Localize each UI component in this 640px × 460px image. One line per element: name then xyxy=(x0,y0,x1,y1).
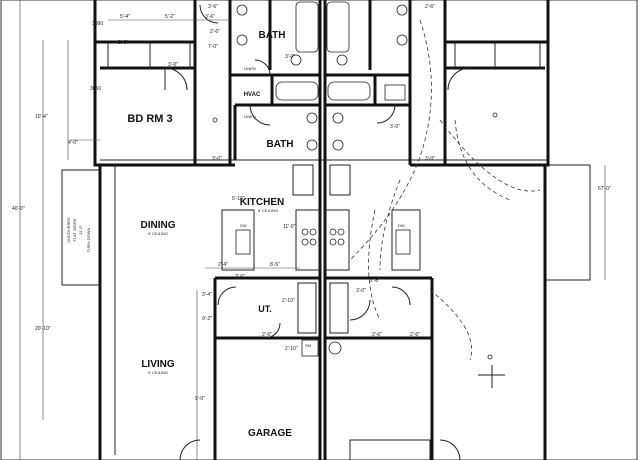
dim-text: 2'-10" xyxy=(285,346,298,352)
right-bedroom-walls xyxy=(443,0,548,165)
dim-text: 3'-0" xyxy=(285,54,295,60)
dim-text: 3090 xyxy=(92,21,103,27)
dim-text: 3'-4" xyxy=(202,292,212,298)
dim-text: 5'-10" xyxy=(232,196,245,202)
dim-text: 2'-10" xyxy=(282,298,295,304)
dim-text: 9'-2" xyxy=(202,316,212,322)
kitchen-walls xyxy=(221,164,421,460)
dim-text: 20'-10" xyxy=(35,326,51,332)
dim-text: 3'-0" xyxy=(356,288,366,294)
dim-text: 3'-0" xyxy=(390,124,400,130)
dim-text: 4'-0" xyxy=(68,140,78,146)
dim-text: 2'-6" xyxy=(210,29,220,35)
label-bath-upper: BATH xyxy=(258,30,285,41)
porch-notes: UNCOVERED FLAT WORK 11'-0" xyxy=(66,217,83,243)
label-living: LIVING xyxy=(141,359,175,370)
dim-text: 2'-6" xyxy=(262,332,272,338)
label-bath-lower: BATH xyxy=(266,139,293,150)
dim-text: 2'-4" xyxy=(218,262,228,268)
label-dw-left: DW xyxy=(240,223,247,228)
label-linen-lower: LINEN xyxy=(244,114,256,119)
dim-text: 2'-6" xyxy=(235,274,245,280)
dimension-lines xyxy=(19,0,606,460)
dim-text: 3'-0" xyxy=(212,156,222,162)
dim-text: 7'-0" xyxy=(208,44,218,50)
dim-text: 8'-5" xyxy=(270,262,280,268)
dim-text: 9'-0" xyxy=(195,396,205,402)
label-dw-right: DW xyxy=(398,223,405,228)
label-garage: GARAGE xyxy=(248,428,292,439)
label-living-ceiling: 9' CEILING xyxy=(148,370,168,375)
note-width: 11'-0" xyxy=(78,224,83,234)
label-kitchen: KITCHEN xyxy=(240,197,284,208)
bedroom-3-walls xyxy=(95,0,197,165)
note-uncovered: UNCOVERED xyxy=(66,217,71,243)
dim-text: 3050 xyxy=(90,86,101,92)
bath-core-walls xyxy=(199,0,412,165)
dim-text: 3'-6" xyxy=(208,4,218,10)
label-sm: SM xyxy=(305,343,311,348)
dim-text: 3'-6" xyxy=(205,14,215,20)
dim-text: 2'-6" xyxy=(372,332,382,338)
label-utility: UT. xyxy=(258,304,272,314)
dim-text: 2'-6" xyxy=(410,332,420,338)
utility-garage-walls xyxy=(179,276,461,460)
dim-text: 2'-8" xyxy=(370,278,380,284)
electrical-wiring xyxy=(212,19,541,388)
label-hvac: HVAC xyxy=(244,92,261,98)
note-turn-down: TURN DOWN xyxy=(86,227,91,252)
dim-text: 2'-0" xyxy=(118,40,128,46)
dim-text: 11'-0" xyxy=(283,224,296,230)
dim-text: 67'-0" xyxy=(598,186,611,192)
dim-text: 10'-4" xyxy=(35,114,48,120)
label-kitchen-ceiling: 9' CEILING xyxy=(258,208,278,213)
label-dining: DINING xyxy=(141,220,176,231)
dim-text: 5'-2" xyxy=(165,14,175,20)
label-linen-upper: LINEN xyxy=(244,66,256,71)
label-bd-rm-3: BD RM 3 xyxy=(127,113,172,125)
note-flat-work: FLAT WORK xyxy=(72,218,77,241)
dim-text: 40'-0" xyxy=(12,206,25,212)
dim-text: 3'-0" xyxy=(425,156,435,162)
dim-text: 5'-4" xyxy=(120,14,130,20)
dim-text: 2'-6" xyxy=(425,4,435,10)
dim-text: 3'-0" xyxy=(168,62,178,68)
label-dining-ceiling: 9' CEILING xyxy=(148,231,168,236)
porch-outline xyxy=(61,164,591,455)
